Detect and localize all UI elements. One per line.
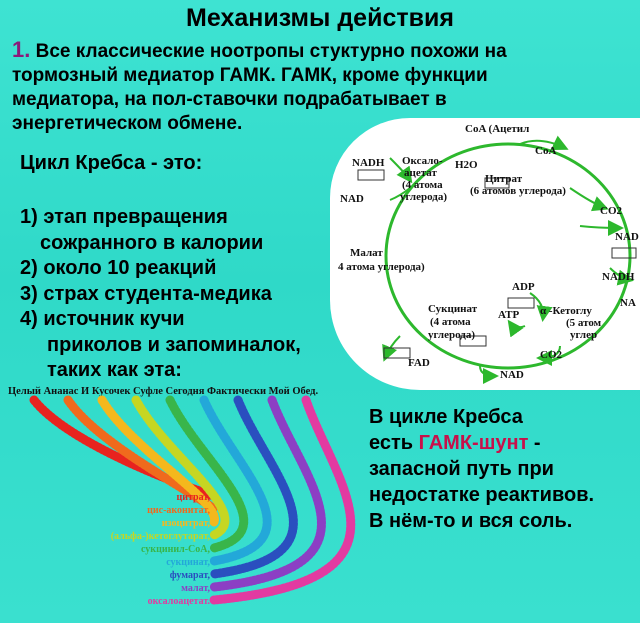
label-succinate: Сукцинат — [428, 303, 478, 315]
krebs-cycle-svg: CoA (Ацетил CoA NADH Оксало- ацетат (4 а… — [338, 123, 639, 384]
mnemonic-term: малат, — [181, 583, 210, 594]
arrow — [507, 319, 526, 338]
intro-line-2: тормозный медиатор ГАМК. ГАМК, кроме фун… — [12, 65, 488, 86]
arrow — [579, 219, 624, 236]
arrow — [389, 187, 411, 201]
label-na-right: NA — [620, 297, 636, 309]
shunt-line: запасной путь при — [369, 458, 554, 480]
shunt-line: В цикле Кребса — [369, 406, 523, 428]
label-ketoglutarate: α -Кетоглу — [540, 305, 592, 317]
cycle-ring — [384, 142, 632, 370]
intro-paragraph: 1. Все классические ноотропы стуктурно п… — [12, 38, 612, 136]
label-oxaloacetate: углерода) — [400, 191, 447, 203]
mnemonic-term: сукцинат, — [166, 557, 210, 568]
label-nadh-right: NADH — [602, 271, 635, 283]
intro-line-4: энергетическом обмене. — [12, 113, 243, 134]
krebs-list: 1) этап превращения сожранного в калории… — [20, 205, 301, 384]
label-citrate: Цитрат — [485, 173, 523, 185]
placeholder-box — [357, 169, 385, 181]
label-coa-acetyl: CoA (Ацетил — [465, 123, 529, 135]
label-succinate: (4 атома — [430, 316, 471, 328]
intro-line-1: Все классические ноотропы стуктурно похо… — [35, 41, 507, 62]
label-oxaloacetate: Оксало- — [402, 155, 443, 167]
arrow — [382, 335, 401, 362]
placeholder-box — [484, 177, 510, 189]
placeholder-box — [507, 297, 535, 309]
krebs-item: 3) страх студента-медика — [20, 282, 272, 305]
gaba-shunt-note: В цикле Кребса есть ГАМК-шунт - запасной… — [369, 404, 639, 534]
mnemonic-term: оксалоацетат. — [148, 596, 211, 607]
mnemonic-svg: Целый Ананас И Кусочек Суфле Сегодня Фак… — [8, 386, 356, 607]
label-malate: 4 атома углерода) — [338, 261, 425, 273]
krebs-cycle-diagram: CoA (Ацетил CoA NADH Оксало- ацетат (4 а… — [330, 118, 640, 390]
label-fad: FAD — [408, 357, 430, 369]
label-succinate: углерода) — [428, 329, 475, 341]
intro-number: 1. — [12, 37, 31, 62]
rainbow-arc — [199, 395, 272, 566]
shunt-line: В нём-то и вся соль. — [369, 510, 573, 532]
label-oxaloacetate: (4 атома — [402, 179, 443, 191]
mnemonic-term: сукцинил-СоА, — [141, 544, 210, 555]
arrow — [389, 157, 413, 184]
label-adp: ADP — [512, 281, 535, 293]
krebs-heading: Цикл Кребса - это: — [20, 152, 203, 174]
krebs-item: таких как эта: — [47, 359, 182, 381]
label-nad-right: NAD — [615, 231, 639, 243]
page-title: Механизмы действия — [186, 4, 454, 32]
shunt-text: - — [528, 432, 541, 454]
rainbow-arc — [97, 395, 219, 527]
krebs-item: сожранного в калории — [40, 231, 264, 254]
placeholder-box — [383, 347, 411, 359]
intro-line-3: медиатора, на пол-ставочки подрабатывает… — [12, 89, 447, 110]
krebs-item: 4) источник кучи — [20, 308, 185, 330]
rainbow-arc — [209, 395, 326, 592]
rainbow-arc — [131, 395, 230, 540]
label-ketoglutarate: (5 атом — [566, 317, 602, 329]
shunt-line: недостатке реактивов. — [369, 484, 595, 506]
mnemonic-header: Целый Ананас И Кусочек Суфле Сегодня Фак… — [8, 386, 318, 397]
rainbow-arc — [165, 395, 249, 553]
arrow — [569, 187, 609, 212]
arrow — [479, 365, 499, 384]
mnemonic-term: цис-аконитат, — [147, 505, 210, 516]
shunt-line: есть ГАМК-шунт - — [369, 430, 639, 456]
label-h2o: H2O — [455, 159, 478, 171]
krebs-item: 2) около 10 реакций — [20, 257, 217, 279]
shunt-text: есть — [369, 432, 419, 454]
placeholder-box — [459, 335, 487, 347]
rainbow-arc — [209, 395, 356, 605]
label-citrate: (6 атомов углерода) — [470, 185, 566, 197]
shunt-highlight: ГАМК-шунт — [418, 432, 529, 454]
arrow — [529, 292, 553, 322]
rainbow-arc — [209, 395, 298, 579]
krebs-item: 1) этап превращения — [20, 206, 228, 228]
arrow — [536, 345, 561, 366]
arrow — [609, 267, 634, 286]
mnemonic-term: фумарат, — [170, 570, 211, 581]
label-malate: Малат — [350, 247, 383, 259]
mnemonic-rainbow: Целый Ананас И Кусочек Суфле Сегодня Фак… — [4, 378, 374, 618]
mnemonic-term: изоцитрат, — [162, 518, 211, 529]
label-coa: CoA — [535, 145, 556, 157]
label-co2-right: CO2 — [600, 205, 623, 217]
label-nad-left: NAD — [340, 193, 364, 205]
label-atp: ATP — [498, 309, 519, 321]
mnemonic-term: (альфа-)кетоглутарат, — [111, 531, 211, 542]
placeholder-box — [611, 247, 637, 259]
label-co2-bottom: CO2 — [540, 349, 563, 361]
label-nad-bottom: NAD — [500, 369, 524, 381]
mnemonic-terms: цитрат, цис-аконитат, изоцитрат, (альфа-)ке… — [111, 492, 211, 607]
rainbow-arcs — [29, 395, 356, 605]
label-ketoglutarate: углер — [570, 329, 597, 341]
label-oxaloacetate: ацетат — [404, 167, 437, 179]
mnemonic-term: цитрат, — [176, 492, 210, 503]
arrow — [519, 135, 569, 151]
label-nadh-top: NADH — [352, 157, 385, 169]
krebs-item: приколов и запоминалок, — [47, 333, 301, 356]
